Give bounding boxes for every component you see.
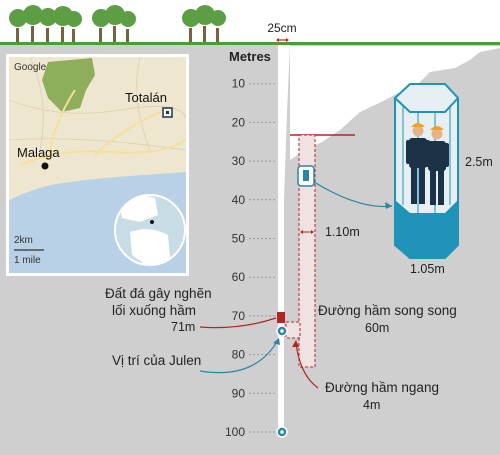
park-area <box>42 58 95 112</box>
tunnel-width-arrow-icon <box>300 230 314 234</box>
julen-pointer-line <box>199 339 279 374</box>
malaga-label: Malaga <box>17 145 60 160</box>
shaft-bottom-icon <box>276 426 288 438</box>
depth-tick-label: 20 <box>232 115 246 129</box>
blockage-marker <box>277 312 285 323</box>
tree-icon <box>9 5 82 42</box>
surface-width-label: 25cm <box>267 21 296 35</box>
horizontal-tunnel-label: Đường hầm ngang <box>325 380 439 395</box>
depth-ticks: 10 20 30 40 50 60 70 80 90 100 <box>225 77 276 439</box>
capsule-width-label: 1.05m <box>410 262 445 276</box>
parallel-tunnel-label: Đường hầm song song <box>318 303 457 318</box>
tunnel-width-label: 1.10m <box>325 225 360 239</box>
blockage-pointer-line <box>199 317 277 329</box>
horizontal-pointer-line <box>295 342 319 389</box>
blockage-depth-label: 71m <box>171 320 195 334</box>
capsule-height-label: 2.5m <box>465 155 493 169</box>
julen-pointer-arrow-icon <box>273 338 280 345</box>
rescuer-figure-icon <box>425 126 449 205</box>
blockage-label-line1: Đất đá gây nghẽn <box>105 286 212 301</box>
borehole-shaft <box>278 45 284 435</box>
totalan-label: Totalán <box>125 90 167 105</box>
capsule-mini-icon <box>297 165 315 187</box>
depth-tick-label: 100 <box>225 425 245 439</box>
blockage-label-line2: lối xuống hầm <box>112 303 196 318</box>
horizontal-tunnel <box>285 321 301 339</box>
horizontal-pointer-arrow-icon <box>292 340 299 347</box>
rescue-capsule <box>394 83 459 259</box>
depth-tick-label: 70 <box>232 309 246 323</box>
julen-label: Vị trí của Julen <box>112 353 201 368</box>
depth-tick-label: 90 <box>232 386 246 400</box>
tree-icon <box>92 5 136 42</box>
parallel-tunnel-depth: 60m <box>365 321 389 335</box>
depth-tick-label: 30 <box>232 154 246 168</box>
julen-location-icon <box>276 325 288 337</box>
malaga-marker <box>41 162 49 170</box>
parallel-tunnel <box>290 134 355 368</box>
depth-tick-label: 40 <box>232 193 246 207</box>
depth-tick-label: 50 <box>232 232 246 246</box>
hill-sky-cutout <box>290 46 500 160</box>
scale-mile-label: 1 mile <box>14 255 41 266</box>
depth-tick-label: 60 <box>232 270 246 284</box>
horizontal-tunnel-depth: 4m <box>363 398 380 412</box>
width-arrow-icon <box>276 38 289 42</box>
scale-km-label: 2km <box>14 235 33 246</box>
depth-tick-label: 10 <box>232 77 246 91</box>
location-map: Google Totalán Malaga 2km 1 mile <box>6 54 189 276</box>
capsule-pointer-line <box>313 181 393 208</box>
grass-line <box>0 42 500 45</box>
capsule-pointer-arrow-icon <box>385 202 392 209</box>
tree-icon <box>182 5 226 42</box>
globe-locator-icon <box>114 194 186 266</box>
map-brand: Google <box>14 62 47 73</box>
depth-tick-label: 80 <box>232 348 246 362</box>
depth-axis-title: Metres <box>229 49 271 64</box>
